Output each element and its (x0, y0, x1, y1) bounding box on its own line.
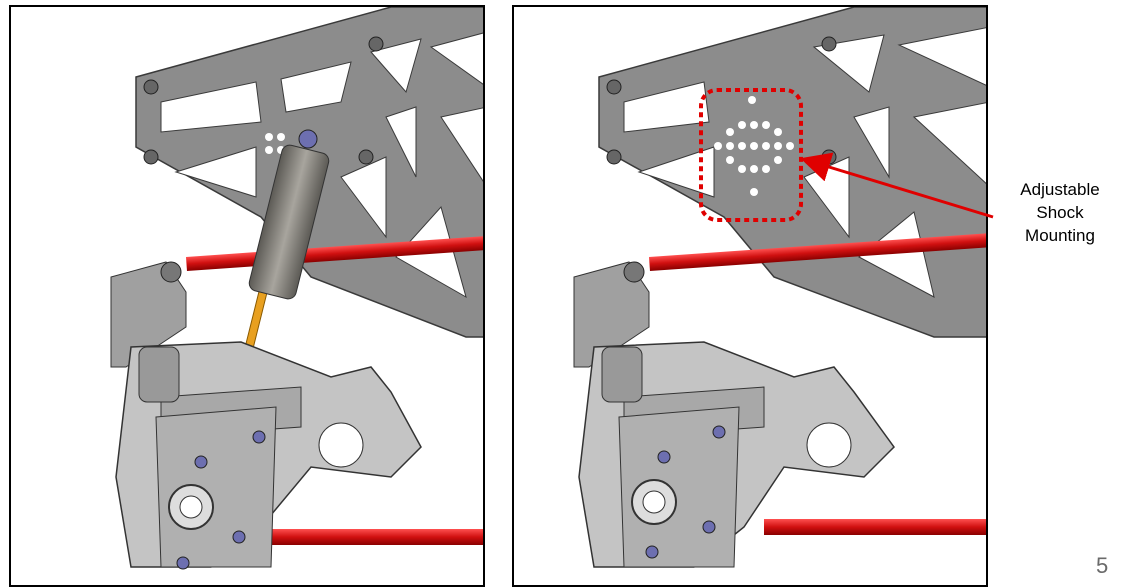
suspension-drawing-mounting (573, 7, 986, 568)
upright-bracket (573, 261, 650, 368)
callout-line-3: Mounting (1025, 226, 1095, 245)
mounting-hole-grid (714, 96, 794, 196)
callout-line-2: Shock (1036, 203, 1084, 222)
suspension-drawing-with-shock (110, 7, 483, 570)
diagram-panel-with-shock (9, 5, 485, 587)
page-number: 5 (1096, 553, 1109, 578)
frame-plate (598, 7, 986, 338)
diagram-panel-without-shock (512, 5, 988, 587)
gearbox (115, 341, 422, 570)
callout-line-1: Adjustable (1020, 180, 1100, 199)
gearbox (578, 341, 895, 568)
callout-label: Adjustable Shock Mounting (995, 178, 1125, 247)
tie-rods (649, 233, 986, 535)
upright-bracket (110, 261, 187, 368)
